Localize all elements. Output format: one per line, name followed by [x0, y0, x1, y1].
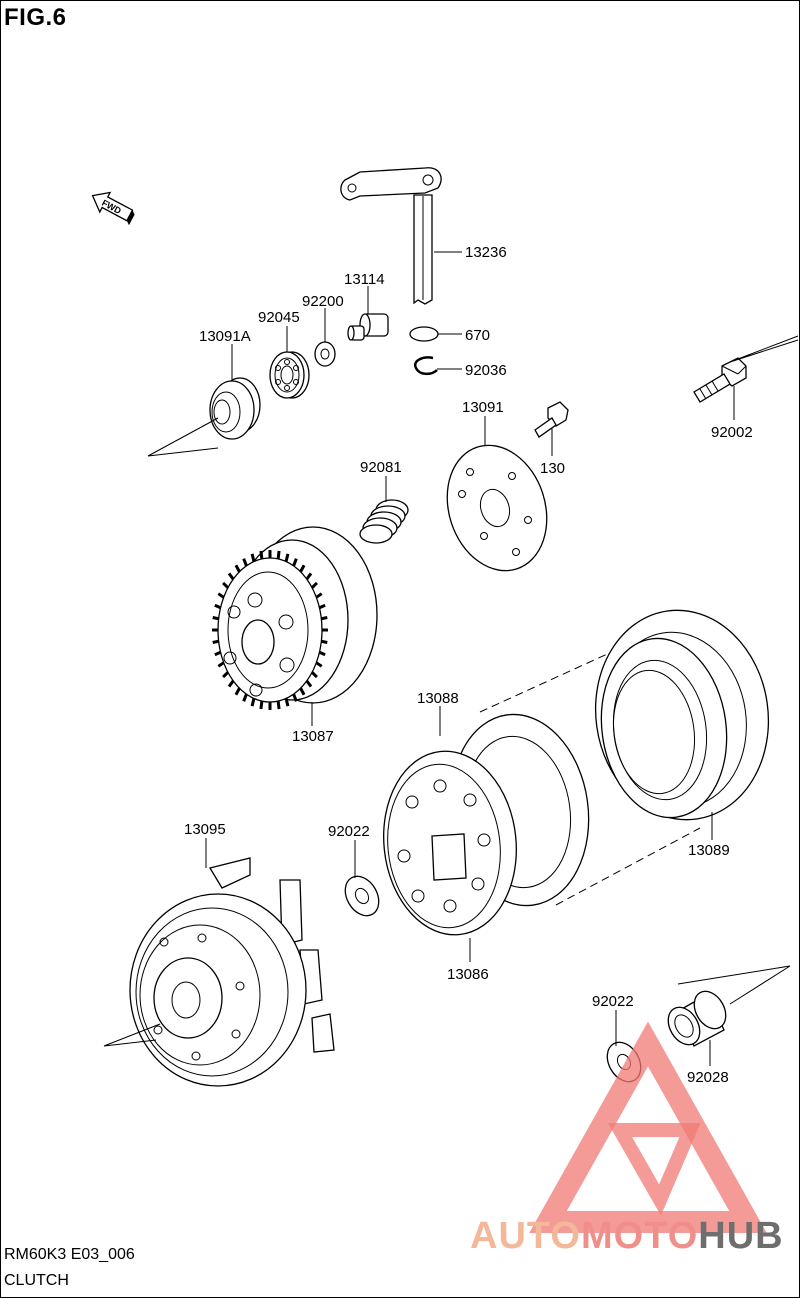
gear-tooth	[321, 616, 328, 621]
gear-tooth	[227, 572, 235, 580]
part-label: 13089	[688, 842, 730, 859]
gear-tooth	[315, 661, 323, 668]
gear-tooth	[234, 687, 241, 696]
part-labels: 13236 13114 92200 92045 13091A 670 92036…	[184, 244, 753, 1086]
o-ring-670	[409, 326, 439, 342]
gear-tooth	[318, 603, 326, 610]
part-label: 92002	[711, 424, 753, 441]
part-label: 13087	[292, 728, 334, 745]
gear-tooth	[305, 680, 313, 688]
gear-tooth	[214, 603, 222, 610]
washer-92200	[314, 341, 336, 367]
gear-tooth	[292, 693, 298, 702]
part-label: 13086	[447, 966, 489, 983]
gear-tooth	[321, 639, 328, 644]
gear-tooth	[227, 680, 235, 688]
part-label: 13088	[417, 690, 459, 707]
part-label: 130	[540, 460, 565, 477]
part-label: 13236	[465, 244, 507, 261]
gear-tooth	[242, 693, 248, 702]
gear-tooth	[311, 581, 318, 589]
release-shaft-13236	[340, 167, 442, 305]
gear-tooth	[217, 592, 225, 599]
gear-tooth	[259, 550, 264, 560]
part-label: 92028	[687, 1069, 729, 1086]
gear-tooth	[318, 650, 326, 657]
gear-tooth	[292, 558, 298, 567]
gear-tooth	[305, 572, 313, 580]
gear-tooth	[276, 550, 281, 560]
part-label: 670	[465, 327, 490, 344]
gear-tooth	[311, 671, 318, 679]
clutch-housing-13095	[129, 857, 335, 1087]
bearing-92045	[269, 351, 310, 399]
gear-tooth	[222, 581, 229, 589]
gear-tooth	[242, 558, 248, 567]
gear-tooth	[299, 687, 306, 696]
cup-13091a	[209, 377, 261, 440]
diagram-title: CLUTCH	[4, 1272, 69, 1289]
gear-tooth	[234, 564, 241, 573]
gear-tooth	[214, 650, 222, 657]
gear-tooth	[284, 698, 290, 707]
bolt-130	[534, 401, 569, 438]
gear-tooth	[212, 616, 219, 621]
boss-13114	[347, 313, 389, 341]
gear-tooth	[276, 700, 281, 710]
leader-lines	[103, 251, 799, 1066]
part-label: 92045	[258, 309, 300, 326]
part-label: 13091A	[199, 328, 251, 345]
figure-title: FIG.6	[4, 4, 67, 31]
clutch-hub-13087	[212, 526, 378, 710]
watermark-logo: AUTOMOTOHUB	[470, 1021, 784, 1257]
diagram-code: RM60K3 E03_006	[4, 1246, 135, 1263]
watermark-triangle-icon	[529, 1021, 767, 1233]
sleeve-92028	[667, 990, 727, 1047]
part-label: 13114	[344, 271, 385, 288]
part-label: 13091	[462, 399, 504, 416]
spring-92081	[359, 499, 409, 544]
gear-tooth	[250, 698, 256, 707]
part-label: 92036	[465, 362, 507, 379]
pressure-plate-13091	[446, 444, 548, 572]
pressure-disc-13086	[383, 750, 517, 936]
gear-tooth	[222, 671, 229, 679]
gear-tooth	[299, 564, 306, 573]
part-label: 92022	[592, 993, 634, 1010]
gear-tooth	[212, 639, 219, 644]
gear-tooth	[250, 553, 256, 562]
gear-tooth	[217, 661, 225, 668]
gear-tooth	[259, 700, 264, 710]
bolt-92002	[693, 357, 747, 403]
part-label: 92081	[360, 459, 402, 476]
part-label: 92200	[302, 293, 344, 310]
gear-tooth	[284, 553, 290, 562]
watermark-text: AUTOMOTOHUB	[470, 1215, 784, 1257]
part-label: 13095	[184, 821, 226, 838]
circlip-92036	[413, 356, 438, 376]
washer-92022-upper	[344, 875, 380, 917]
part-label: 92022	[328, 823, 370, 840]
gear-tooth	[315, 592, 323, 599]
forward-arrow-icon: FWD	[91, 191, 135, 226]
